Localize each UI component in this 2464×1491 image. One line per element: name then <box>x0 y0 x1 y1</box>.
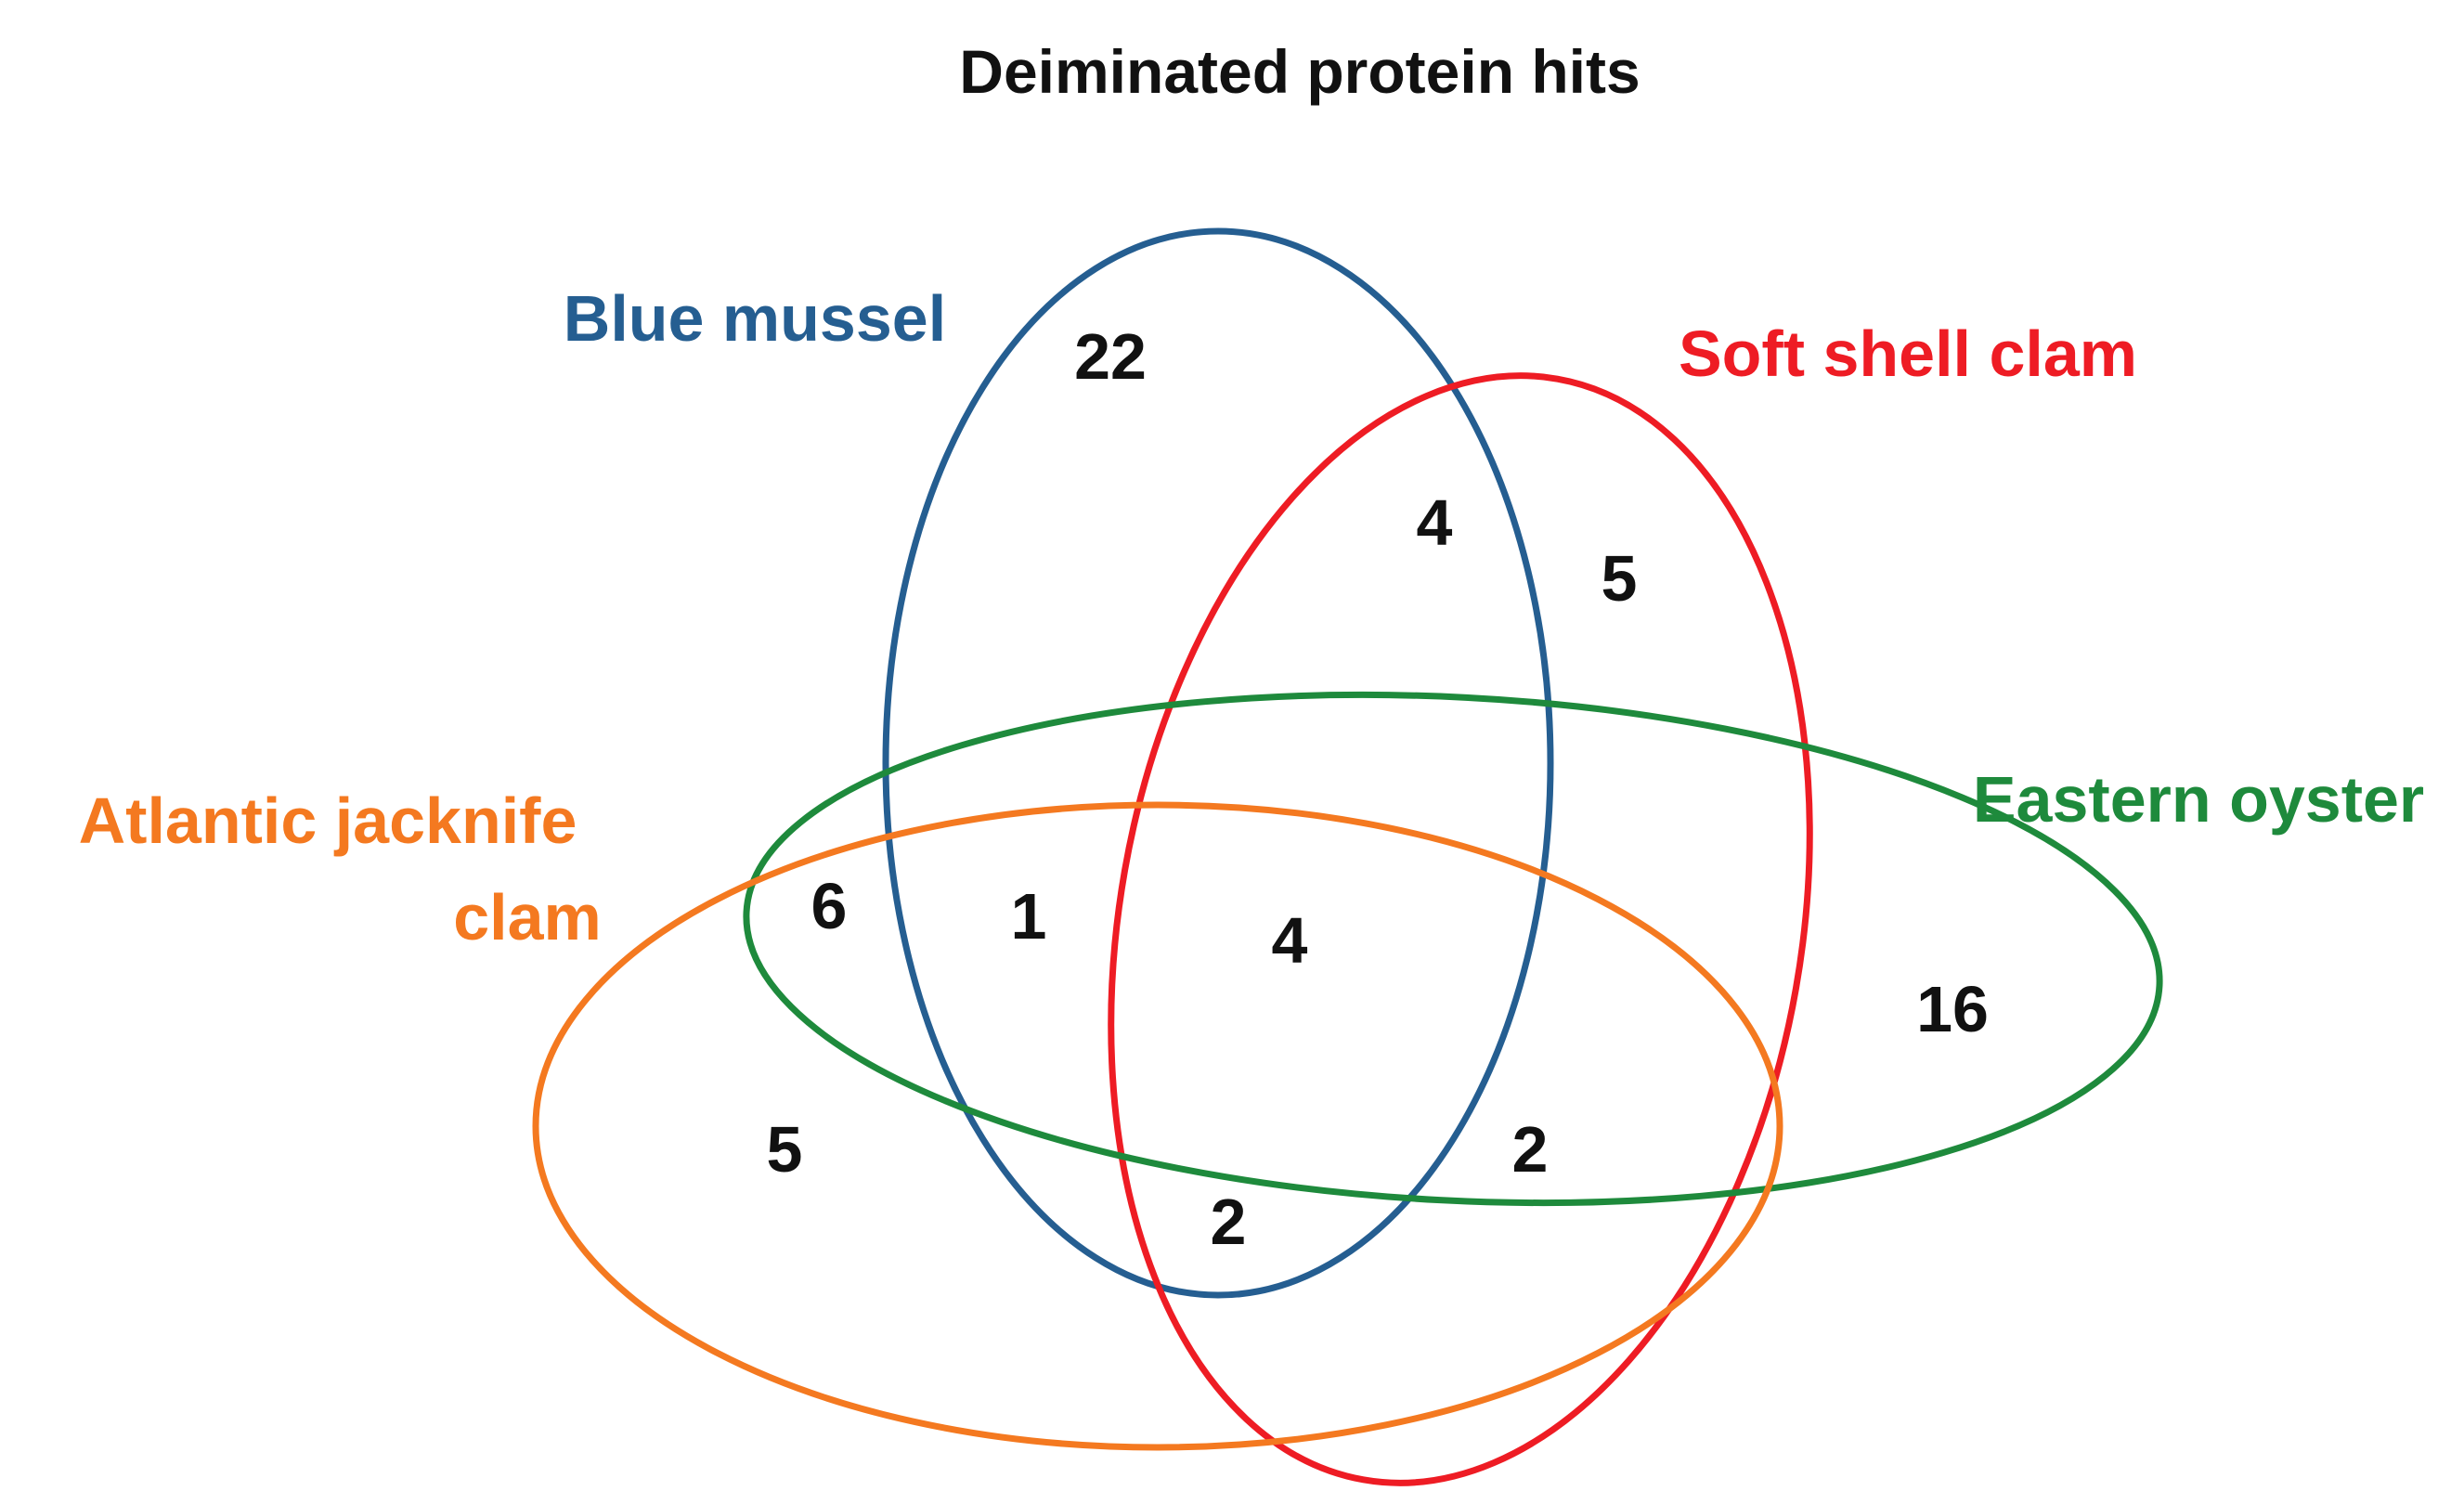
count-blue-mussel-only: 22 <box>1074 320 1147 393</box>
blue-mussel-label: Blue mussel <box>564 282 946 355</box>
count-blue-mussel-eastern-oyster-atlantic-jacknife: 1 <box>1011 880 1047 953</box>
count-blue-mussel-soft-shell-clam: 4 <box>1417 486 1453 559</box>
eastern-oyster-ellipse <box>743 691 2163 1207</box>
soft-shell-clam-label: Soft shell clam <box>1679 318 2137 390</box>
count-soft-shell-clam-only: 5 <box>1602 542 1638 615</box>
diagram-title: Deiminated protein hits <box>959 37 1640 106</box>
count-eastern-oyster-only: 16 <box>1916 973 1989 1045</box>
eastern-oyster-label: Eastern oyster <box>1973 763 2424 836</box>
blue-mussel-ellipse <box>882 227 1554 1299</box>
count-atlantic-jacknife-eastern-oyster: 6 <box>811 870 848 942</box>
atlantic-jacknife-clam-ellipse <box>532 801 1783 1451</box>
atlantic-jacknife-clam-label-line1: Atlantic jacknife <box>79 784 577 857</box>
atlantic-jacknife-clam-label-line2: clam <box>453 881 602 953</box>
soft-shell-clam-ellipse <box>1108 372 1813 1486</box>
count-all-four: 4 <box>1272 904 1308 977</box>
count-atlantic-jacknife-only: 5 <box>767 1113 803 1186</box>
count-soft-shell-clam-eastern-oyster-atlantic-jacknife: 2 <box>1512 1113 1549 1186</box>
count-blue-mussel-soft-shell-clam-atlantic-jacknife: 2 <box>1211 1186 1247 1258</box>
